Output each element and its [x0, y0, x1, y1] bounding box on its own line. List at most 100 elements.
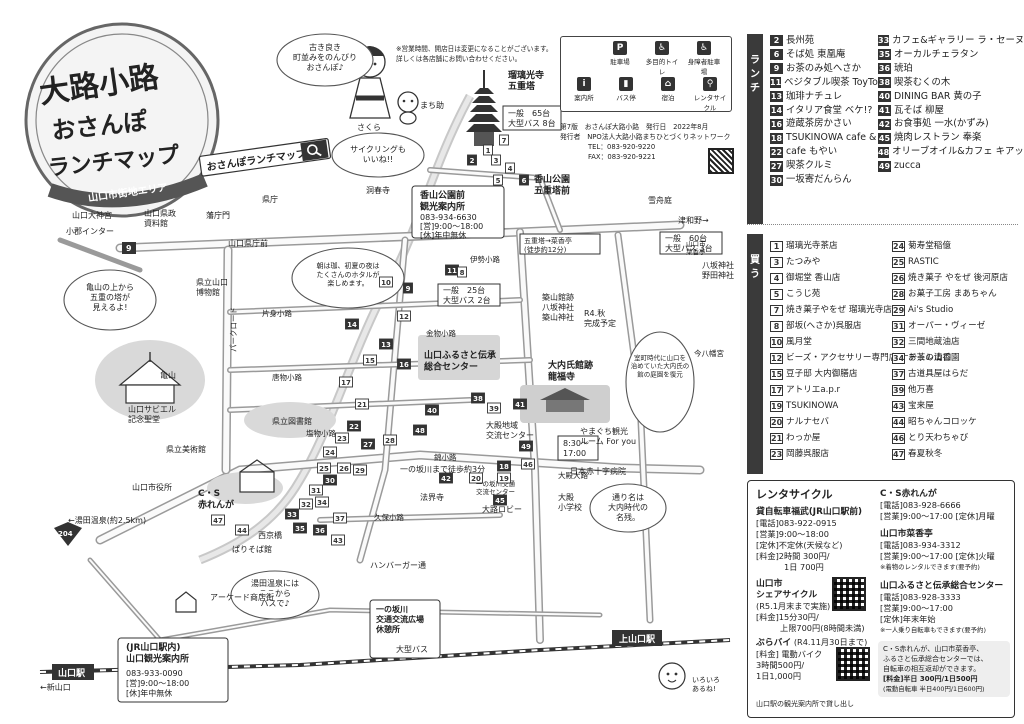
map-marker-9[interactable]: 9: [403, 282, 413, 294]
map-marker-37[interactable]: 37: [333, 512, 347, 524]
map-marker-42[interactable]: 42: [439, 472, 453, 484]
map-marker-45[interactable]: 45: [493, 494, 507, 506]
qr-code-icon[interactable]: [708, 148, 734, 174]
map-marker-44[interactable]: 44: [235, 524, 249, 536]
map-marker-20[interactable]: 20: [469, 472, 483, 484]
map-marker-15[interactable]: 15: [363, 354, 377, 366]
map-marker-11[interactable]: 11: [445, 264, 459, 276]
map-marker-2[interactable]: 2: [467, 154, 477, 166]
share-cycle-qr-icon[interactable]: [832, 577, 866, 611]
map-marker-10[interactable]: 10: [379, 276, 393, 288]
map-marker-31[interactable]: 31: [309, 484, 323, 496]
map-marker-7[interactable]: 7: [499, 134, 509, 146]
map-marker-13[interactable]: 13: [379, 338, 393, 350]
map-marker-35[interactable]: 35: [293, 522, 307, 534]
map-marker-1[interactable]: 1: [483, 144, 493, 156]
map-marker-36[interactable]: 36: [313, 524, 327, 536]
map-marker-24[interactable]: 24: [323, 446, 337, 458]
map-marker-49[interactable]: 49: [519, 440, 533, 452]
map-marker-5[interactable]: 5: [493, 174, 503, 186]
bus-plaza-box[interactable]: 一の坂川交通交流広場休憩所 大型バス: [369, 599, 441, 659]
kamiyamaguchi-station[interactable]: 上山口駅: [612, 630, 662, 646]
map-marker-48[interactable]: 48: [413, 424, 427, 436]
map-marker-39[interactable]: 39: [487, 402, 501, 414]
map-marker-8[interactable]: 8: [457, 266, 467, 278]
station-tourist-office[interactable]: (JR山口駅内)山口観光案内所 083-933-0090 [営]9:00〜18:…: [117, 637, 229, 703]
map-marker-6[interactable]: 6: [519, 174, 529, 186]
map-marker-46[interactable]: 46: [521, 458, 535, 470]
map-marker-28[interactable]: 28: [383, 434, 397, 446]
map-marker-41[interactable]: 41: [513, 398, 527, 410]
map-marker-25[interactable]: 25: [317, 462, 331, 474]
map-marker-40[interactable]: 40: [425, 404, 439, 416]
map-marker-22[interactable]: 22: [347, 420, 361, 432]
search-tag[interactable]: おさんぽランチマップ: [198, 138, 332, 177]
city-map[interactable]: 大路小路 おさんぽ ランチマップ 山口市街地エリア おさんぽランチマップ さくら…: [0, 0, 742, 724]
map-marker-21[interactable]: 21: [355, 398, 369, 410]
map-marker-18[interactable]: 18: [497, 460, 511, 472]
bura-bike-qr-icon[interactable]: [836, 647, 870, 681]
yamaguchi-station[interactable]: 山口駅: [52, 664, 94, 680]
map-marker-14[interactable]: 14: [345, 318, 359, 330]
map-marker-34[interactable]: 34: [315, 496, 329, 508]
map-marker-47[interactable]: 47: [211, 514, 225, 526]
map-marker-43[interactable]: 43: [331, 534, 345, 546]
kozan-tourist-office[interactable]: 香山公園前観光案内所 083-934-6630 [営]9:00〜18:00 [休…: [411, 185, 505, 240]
map-marker-33[interactable]: 33: [285, 508, 299, 520]
map-marker-29[interactable]: 29: [353, 464, 367, 476]
map-marker-19[interactable]: 19: [497, 472, 511, 484]
map-marker-30[interactable]: 30: [323, 474, 337, 486]
map-marker-32[interactable]: 32: [299, 498, 313, 510]
map-marker-3[interactable]: 3: [491, 154, 501, 166]
map-marker-38[interactable]: 38: [471, 392, 485, 404]
map-marker-12[interactable]: 12: [397, 310, 411, 322]
